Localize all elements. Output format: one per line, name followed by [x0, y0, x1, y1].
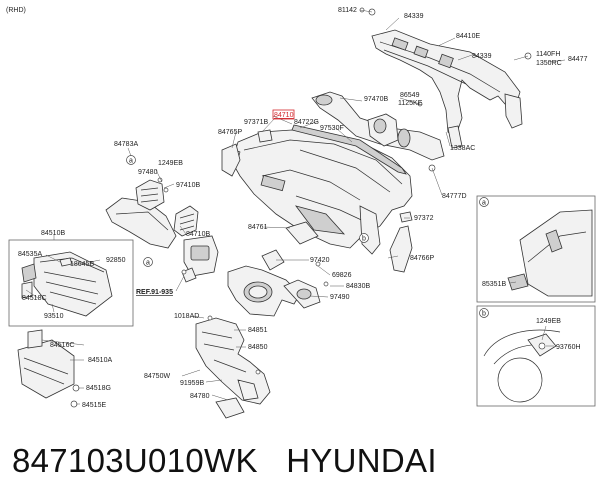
label-84851: 84851 — [248, 327, 268, 334]
label-1249EB: 1249EB — [536, 318, 561, 325]
label-1125KE: 1125KE — [398, 100, 423, 107]
label-97480: 97480 — [138, 169, 158, 176]
label-85351B: 85351B — [482, 281, 506, 288]
label-84535A: 84535A — [18, 251, 42, 258]
label-84710: 84710 — [274, 112, 294, 119]
label-84515E: 84515E — [82, 402, 106, 409]
label-84339: 84339 — [472, 53, 492, 60]
side-vents-left — [135, 177, 199, 237]
label-97372: 97372 — [414, 215, 434, 222]
label-84780: 84780 — [190, 393, 210, 400]
label-84777D: 84777D — [442, 193, 467, 200]
label-ref-91-935: REF.91-935 — [136, 289, 173, 296]
label-84518C: 84518C — [22, 295, 47, 302]
label-84850: 84850 — [248, 344, 268, 351]
label-84518G: 84518G — [86, 385, 111, 392]
side-cover-right — [389, 225, 413, 273]
steering-support-frame — [371, 29, 523, 172]
callout-markers: a a a b b — [126, 155, 489, 318]
svg-text:a: a — [129, 158, 133, 165]
glove-box-assembly — [8, 239, 134, 327]
label-93510: 93510 — [44, 313, 64, 320]
label-97410B: 97410B — [176, 182, 200, 189]
svg-text:a: a — [482, 200, 486, 207]
label-84510A: 84510A — [88, 357, 112, 364]
label-1338AC: 1338AC — [450, 145, 475, 152]
label-91959B: 91959B — [180, 380, 204, 387]
label-81142: 81142 — [338, 7, 357, 14]
label-84766P: 84766P — [410, 255, 434, 262]
crash-pad-main-panel — [221, 124, 413, 255]
label-84765P: 84765P — [218, 129, 242, 136]
label-18645B: 18645B — [70, 261, 94, 268]
exploded-parts-diagram: a a a b b — [6, 7, 596, 419]
label-84410E: 84410E — [456, 33, 480, 40]
brand-name: HYUNDAI — [286, 442, 437, 479]
air-duct — [311, 91, 445, 161]
label-93760H: 93760H — [556, 344, 581, 351]
crash-pad-lower-cover — [227, 221, 321, 317]
label-1140FH: 1140FH — [536, 51, 560, 58]
part-labels: (RHD) 81142 84339 84410E 84339 1140FH 13… — [6, 7, 588, 409]
label-97490: 97490 — [330, 294, 350, 301]
part-caption: 847103U010WK HYUNDAI — [12, 436, 592, 486]
lower-crash-pad — [195, 317, 271, 419]
label-69826: 69826 — [332, 272, 352, 279]
label-84477: 84477 — [568, 56, 588, 63]
center-fascia-panel — [181, 235, 219, 283]
label-1249EB: 1249EB — [158, 160, 183, 167]
fasteners — [59, 7, 532, 375]
label-1350RC: 1350RC — [536, 60, 562, 67]
svg-text:a: a — [146, 260, 150, 267]
label-84710B: 84710B — [186, 231, 210, 238]
label-97420: 97420 — [310, 257, 330, 264]
part-number: 847103U010WK — [12, 442, 258, 479]
svg-text:b: b — [482, 311, 486, 318]
highlight-box-84710 — [272, 109, 295, 120]
label-86549: 86549 — [400, 92, 420, 99]
label-84830B: 84830B — [346, 283, 370, 290]
label-97530F: 97530F — [320, 125, 344, 132]
label-84339: 84339 — [404, 13, 424, 20]
label-84783A: 84783A — [114, 141, 138, 148]
label-97371B: 97371B — [244, 119, 268, 126]
leader-lines — [25, 9, 566, 405]
detail-box-b — [476, 305, 596, 407]
glove-box-housing — [105, 197, 177, 249]
label-84516C: 84516C — [50, 342, 75, 349]
label-84510B: 84510B — [41, 230, 65, 237]
label-1018AD: 1018AD — [174, 313, 199, 320]
detail-box-a — [476, 195, 596, 303]
label-84722G: 84722G — [294, 119, 319, 126]
glove-box-lower — [17, 329, 80, 408]
variant-label: (RHD) — [6, 7, 26, 14]
label-97470B: 97470B — [364, 96, 388, 103]
label-84750W: 84750W — [144, 373, 170, 380]
svg-text:b: b — [362, 236, 366, 243]
label-84761: 84761 — [248, 224, 268, 231]
label-92850: 92850 — [106, 257, 126, 264]
